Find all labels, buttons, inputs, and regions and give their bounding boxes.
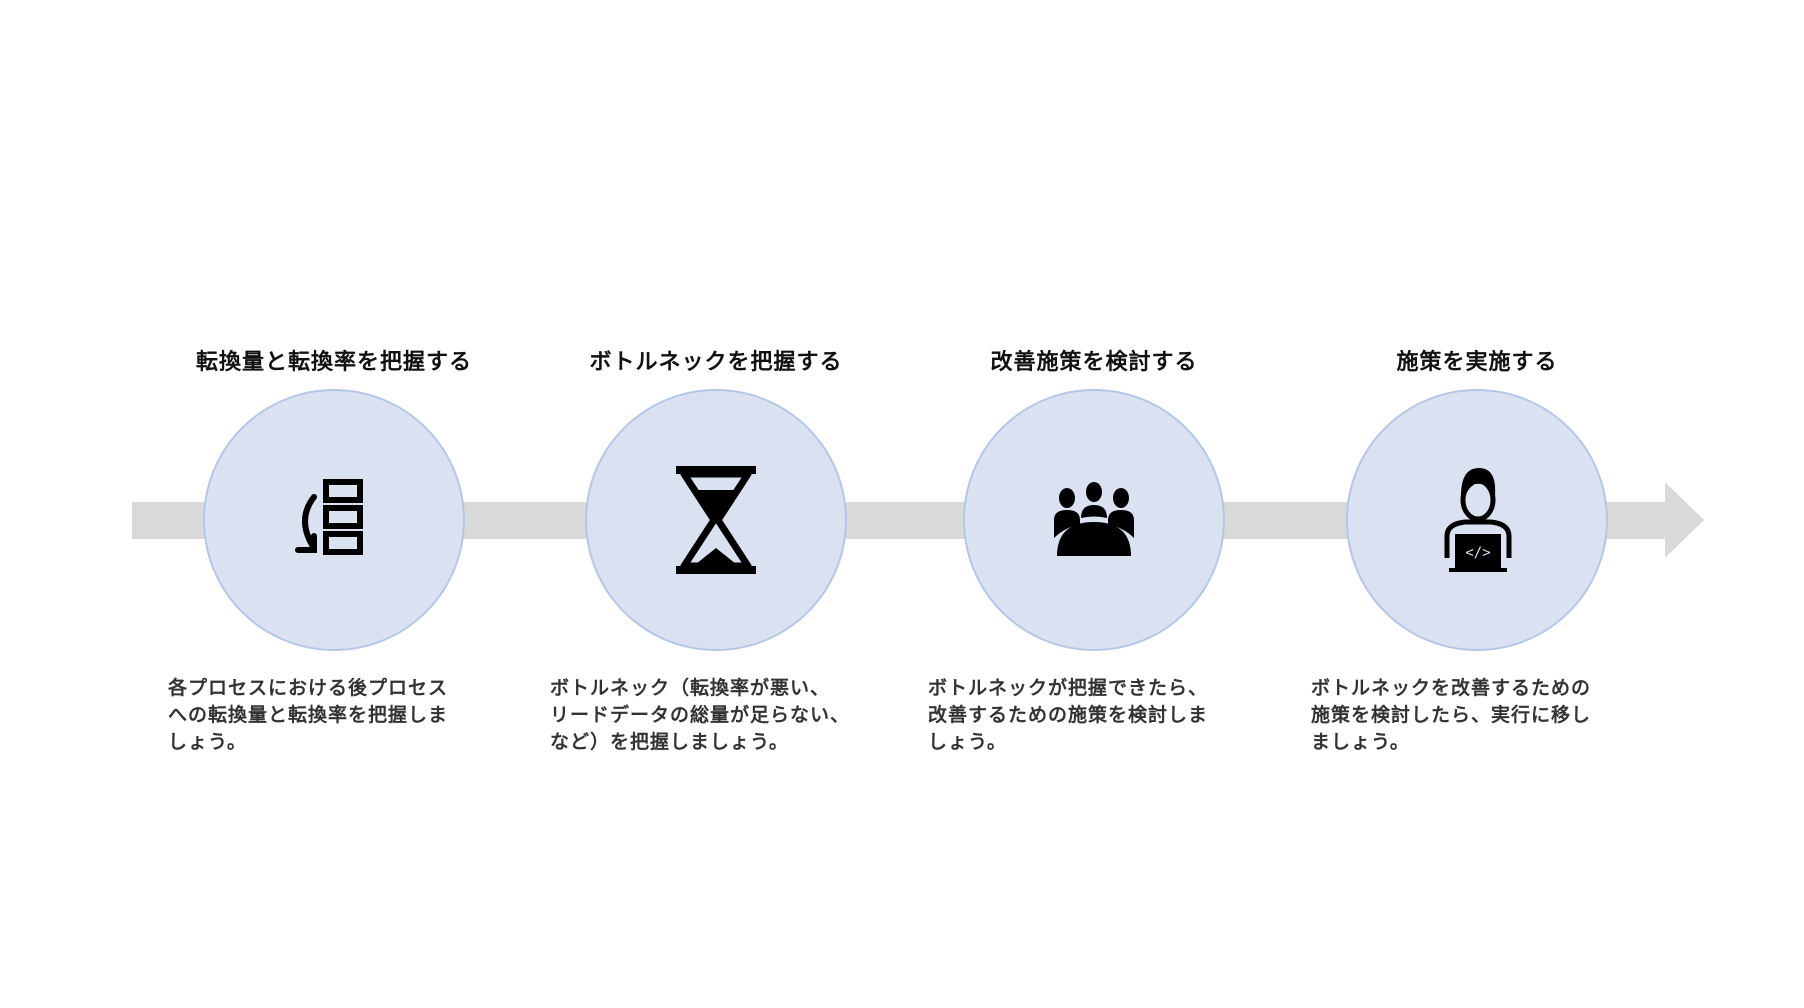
step-circle — [963, 389, 1225, 651]
conversion-list-icon — [295, 479, 363, 555]
step-description: ボトルネックを改善するための 施策を検討したら、実行に移し ましょう。 — [1311, 677, 1592, 753]
step-2: ボトルネックを把握する ボトルネック（転換率が悪い、 リードデータの総量が足らな… — [526, 0, 906, 1008]
process-arrow-head — [1665, 482, 1704, 558]
step-circle — [585, 389, 847, 651]
step-1: 転換量と転換率を把握する 各プロセスにおける後プロセス への転換量と転換率を把握… — [144, 0, 524, 1008]
meeting-icon — [1054, 482, 1134, 556]
developer-icon: </> — [1444, 468, 1512, 572]
step-description: ボトルネック（転換率が悪い、 リードデータの総量が足らない、 など）を把握しまし… — [550, 677, 851, 753]
step-4: 施策を実施する </> ボトルネックを改善するための 施策を検討したら、実行に移… — [1287, 0, 1667, 1008]
step-title: 施策を実施する — [1396, 350, 1558, 375]
step-3: 改善施策を検討する ボトルネックが把握できたら、 改善するための施策を検討しま … — [904, 0, 1284, 1008]
svg-text:</>: </> — [1465, 545, 1490, 561]
step-title: ボトルネックを把握する — [589, 350, 843, 375]
step-description: ボトルネックが把握できたら、 改善するための施策を検討しま しょう。 — [928, 677, 1209, 753]
hourglass-icon — [676, 466, 756, 574]
step-title: 転換量と転換率を把握する — [195, 350, 472, 375]
step-circle — [203, 389, 465, 651]
step-circle: </> — [1346, 389, 1608, 651]
step-title: 改善施策を検討する — [990, 350, 1198, 375]
step-description: 各プロセスにおける後プロセス への転換量と転換率を把握しま しょう。 — [168, 677, 449, 753]
